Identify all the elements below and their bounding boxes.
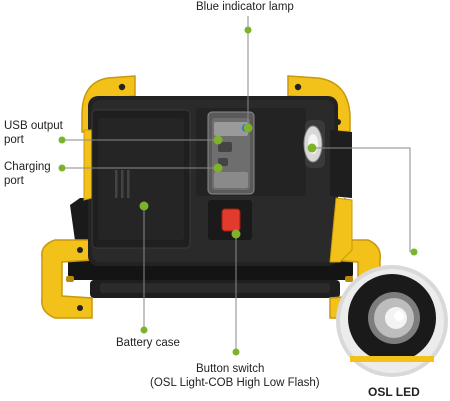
usb-output-label: USB output port [4,120,63,146]
usb-port-icon [218,142,232,152]
control-panel [196,108,306,196]
side-lens [303,120,325,168]
button-switch [208,200,252,240]
callout-dots [58,26,418,356]
button-switch-detail-label: (OSL Light-COB High Low Flash) [150,377,320,389]
osl-led-inset [336,265,448,377]
battery-case [91,109,191,249]
battery-case-label: Battery case [116,337,180,349]
osl-led-label: OSL LED [368,385,420,399]
battery-grip-lines [115,170,130,198]
charging-port-icon [218,158,228,166]
button-switch-label: Button switch [196,363,265,375]
charging-port-label: Charging port [4,161,51,187]
callout-lines [62,16,411,352]
blue-indicator-label: Blue indicator lamp [196,1,294,13]
